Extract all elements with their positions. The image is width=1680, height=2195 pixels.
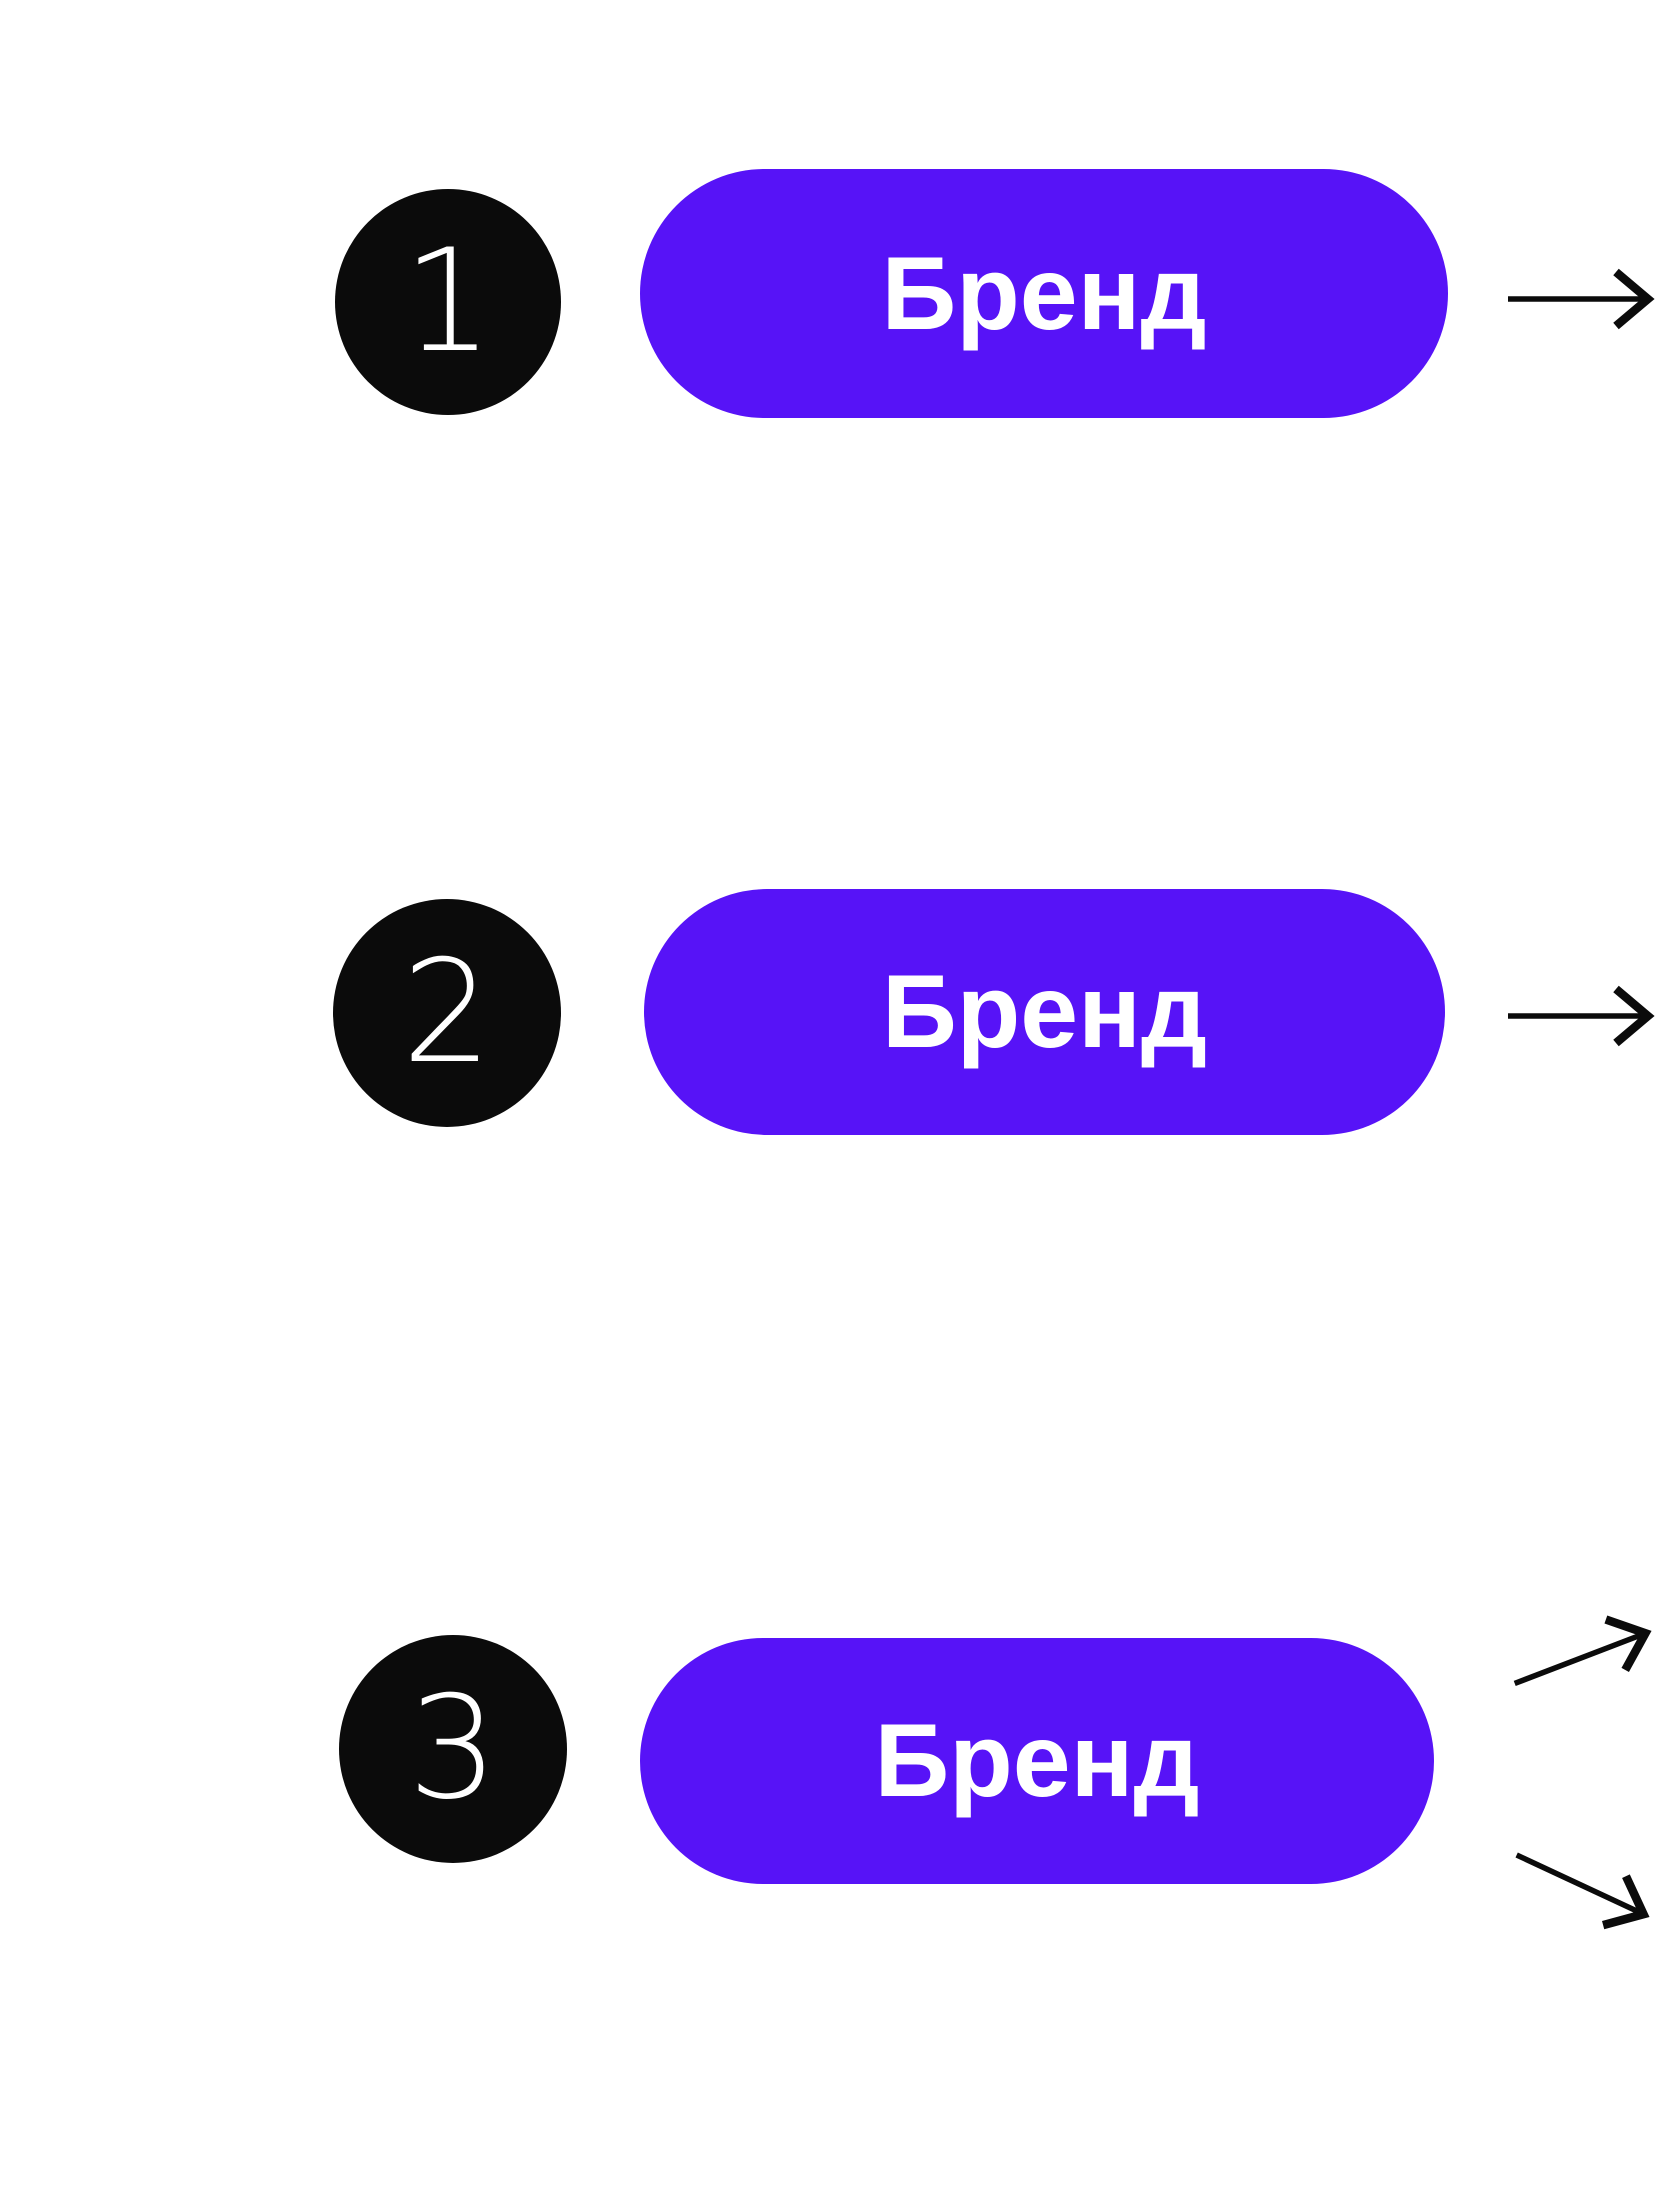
step-3-arrow-down-right-icon [1515,1852,1650,1930]
step-2-brand-label: Бренд [882,954,1207,1070]
step-1-arrow-right-icon [1508,268,1655,330]
step-1-brand-label: Бренд [881,235,1207,352]
step-1-number: 1 [402,219,494,384]
step-3-arrow-up-right-icon [1513,1615,1652,1687]
step-3-number-badge: 3 [339,1635,567,1863]
step-2-number-badge: 2 [333,899,561,1127]
step-2-number: 2 [401,930,493,1095]
step-3-brand-pill: Бренд [640,1638,1434,1884]
step-2-arrow-right-icon [1508,985,1655,1047]
step-3-brand-label: Бренд [874,1703,1200,1819]
step-1-brand-pill: Бренд [640,169,1448,418]
step-3-number: 3 [407,1666,499,1831]
step-2-brand-pill: Бренд [644,889,1445,1135]
step-1-number-badge: 1 [335,189,561,415]
